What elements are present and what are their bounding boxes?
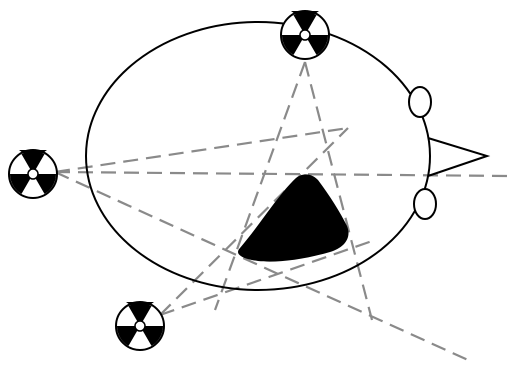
hazard-blob xyxy=(238,174,348,261)
sensor-bottom xyxy=(116,302,164,350)
radiation-icon xyxy=(281,11,329,59)
upper-eye-oval xyxy=(409,87,431,117)
ray-left-horizontal xyxy=(55,172,510,176)
beak-triangle xyxy=(428,138,487,176)
lower-eye-oval xyxy=(414,189,436,219)
radiation-icon xyxy=(116,302,164,350)
sensor-top xyxy=(281,11,329,59)
radiation-icon xyxy=(9,150,57,198)
sensor-left xyxy=(9,150,57,198)
ray-left-to-top xyxy=(55,128,348,172)
